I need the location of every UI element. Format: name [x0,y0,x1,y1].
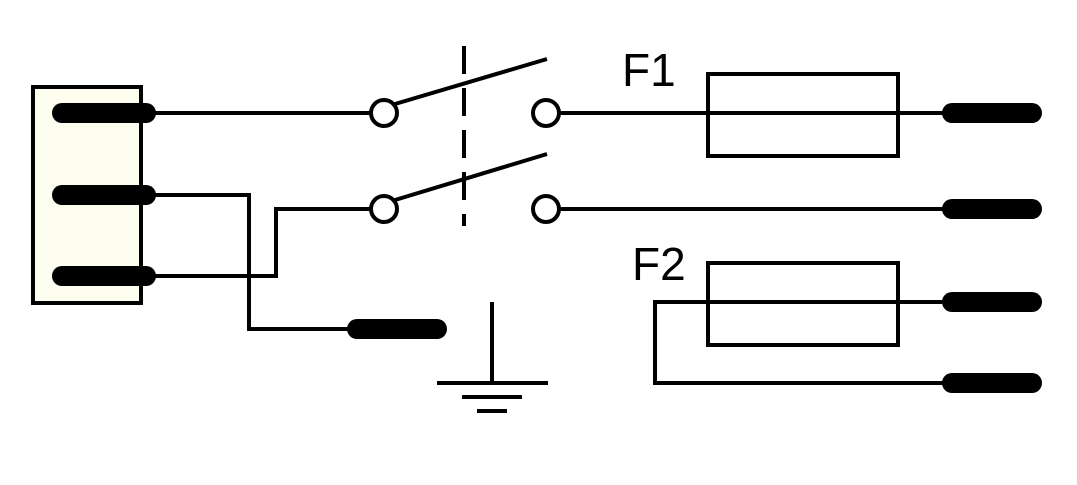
fuse-f2-label: F2 [632,238,686,290]
fuse-f2: F2 [632,238,945,385]
wire-middle [146,193,355,331]
ground-icon [437,302,548,413]
fuse-f1-body [706,72,900,158]
fuse-f1-label: F1 [622,44,676,96]
output-pins [942,103,1042,393]
switch-lower-lever [394,152,548,202]
wire-f2-loop [653,300,945,385]
switch-upper-terminal-left [369,98,399,128]
double-pole-switch [369,46,561,226]
switch-upper-lever [394,57,548,106]
switch-upper-terminal-right [531,98,561,128]
wire-bottom [146,207,371,278]
switch-lower-terminal-right [531,194,561,224]
connector-block [31,85,156,305]
fuse-f1: F1 [622,44,900,158]
switch-lower-terminal-left [369,194,399,224]
wiring [146,111,371,331]
